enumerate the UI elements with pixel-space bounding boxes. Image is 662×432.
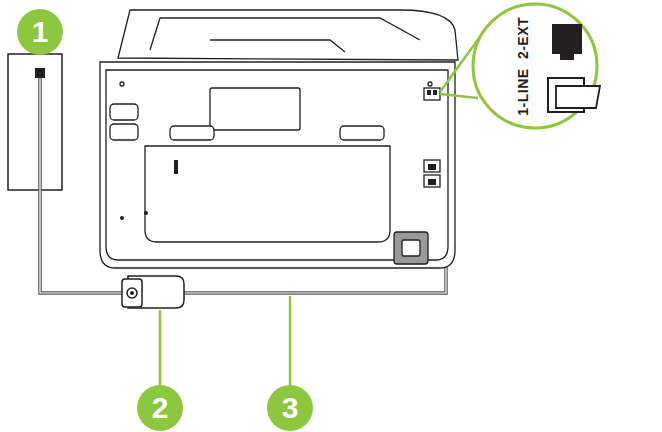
dsl-filter (122, 276, 184, 308)
callouts (17, 9, 313, 431)
wall-jack (8, 54, 62, 190)
callout-number: 1 (32, 17, 49, 47)
printer-rear (100, 10, 458, 268)
callout-number: 3 (282, 393, 299, 423)
port-label: 2-EXT (516, 17, 530, 59)
port-zoom (440, 4, 600, 128)
port-label: 1-LINE (516, 68, 530, 115)
callout-number: 2 (152, 393, 169, 423)
